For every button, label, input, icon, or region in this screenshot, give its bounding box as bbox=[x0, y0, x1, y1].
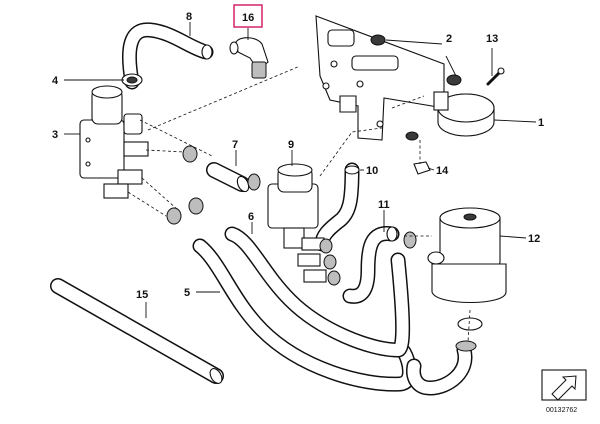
hose-6 bbox=[224, 226, 411, 358]
callout-15: 15 bbox=[136, 289, 148, 301]
callout-14: 14 bbox=[436, 165, 449, 177]
nut-14 bbox=[413, 161, 431, 175]
callout-labels: 8 16 4 3 7 9 10 6 11 5 15 2 13 1 14 12 bbox=[52, 4, 544, 301]
corner-emblem: 00132762 bbox=[541, 369, 587, 414]
leader-lines bbox=[64, 22, 537, 318]
assembly-lines bbox=[127, 65, 471, 343]
valve-9 bbox=[267, 163, 327, 283]
mounting-bracket bbox=[315, 15, 445, 141]
valve-3 bbox=[79, 85, 149, 199]
elbow-16 bbox=[229, 37, 269, 79]
callout-11: 11 bbox=[378, 199, 390, 211]
clip-4 bbox=[121, 73, 143, 87]
callout-8: 8 bbox=[186, 11, 192, 23]
callout-6: 6 bbox=[248, 211, 254, 223]
callout-5: 5 bbox=[184, 287, 190, 299]
grommet-2 bbox=[370, 34, 462, 141]
hose-pump-outlet bbox=[406, 342, 473, 396]
hose-8 bbox=[122, 22, 214, 90]
direction-arrow-icon bbox=[541, 369, 587, 401]
hose-clamps bbox=[166, 145, 417, 286]
pump-12 bbox=[427, 207, 507, 352]
clamp-ring-1 bbox=[433, 91, 495, 137]
callout-13: 13 bbox=[486, 33, 498, 45]
callout-16: 16 bbox=[242, 12, 254, 24]
hose-7 bbox=[206, 162, 250, 193]
callout-12: 12 bbox=[528, 233, 540, 245]
diagram-reference-id: 00132762 bbox=[546, 407, 577, 414]
callout-7: 7 bbox=[232, 139, 238, 151]
callout-1: 1 bbox=[538, 117, 544, 129]
callout-3: 3 bbox=[52, 129, 58, 141]
hose-10 bbox=[314, 162, 360, 252]
callout-2: 2 bbox=[446, 33, 452, 45]
hose-15 bbox=[50, 278, 224, 384]
screw-13 bbox=[486, 67, 505, 86]
callout-16-highlight-box bbox=[233, 4, 263, 28]
hose-11 bbox=[342, 226, 400, 304]
callout-9: 9 bbox=[288, 139, 294, 151]
callout-10: 10 bbox=[366, 165, 378, 177]
callout-4: 4 bbox=[52, 75, 59, 87]
